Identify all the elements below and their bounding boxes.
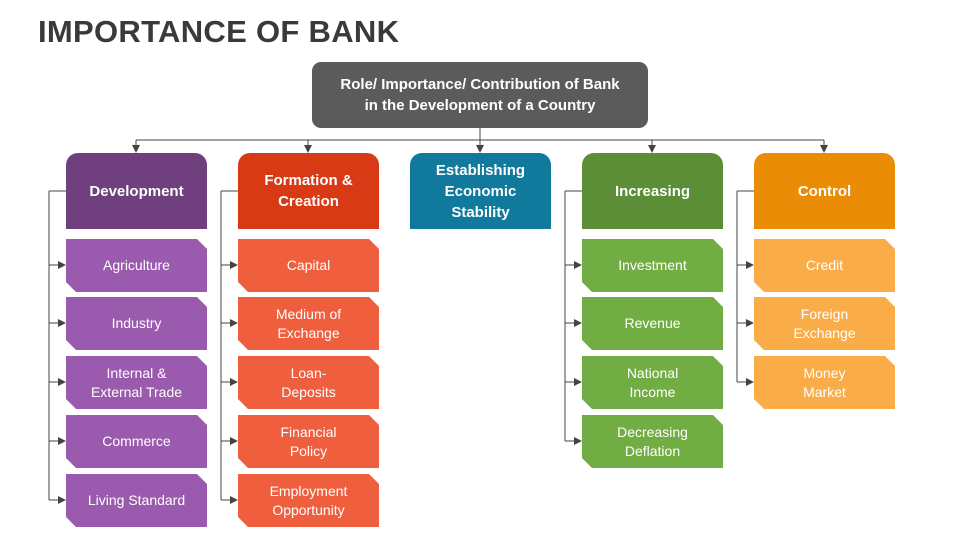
node-revenue: Revenue	[582, 297, 723, 350]
node-industry: Industry	[66, 297, 207, 350]
node-living-standard: Living Standard	[66, 474, 207, 527]
root-node: Role/ Importance/ Contribution of Bank i…	[312, 62, 648, 128]
node-commerce: Commerce	[66, 415, 207, 468]
node-national-income: National Income	[582, 356, 723, 409]
node-decreasing-deflation: Decreasing Deflation	[582, 415, 723, 468]
node-investment: Investment	[582, 239, 723, 292]
node-medium-of-exchange: Medium of Exchange	[238, 297, 379, 350]
header-development: Development	[66, 153, 207, 229]
page-title: IMPORTANCE OF BANK	[38, 14, 400, 49]
node-employment-opportunity: Employment Opportunity	[238, 474, 379, 527]
node-capital: Capital	[238, 239, 379, 292]
node-financial-policy: Financial Policy	[238, 415, 379, 468]
node-foreign-exchange: Foreign Exchange	[754, 297, 895, 350]
node-agriculture: Agriculture	[66, 239, 207, 292]
node-credit: Credit	[754, 239, 895, 292]
header-economic-stability: Establishing Economic Stability	[410, 153, 551, 229]
header-formation-creation: Formation & Creation	[238, 153, 379, 229]
node-money-market: Money Market	[754, 356, 895, 409]
header-control: Control	[754, 153, 895, 229]
node-internal-external-trade: Internal & External Trade	[66, 356, 207, 409]
node-loan-deposits: Loan- Deposits	[238, 356, 379, 409]
header-increasing: Increasing	[582, 153, 723, 229]
